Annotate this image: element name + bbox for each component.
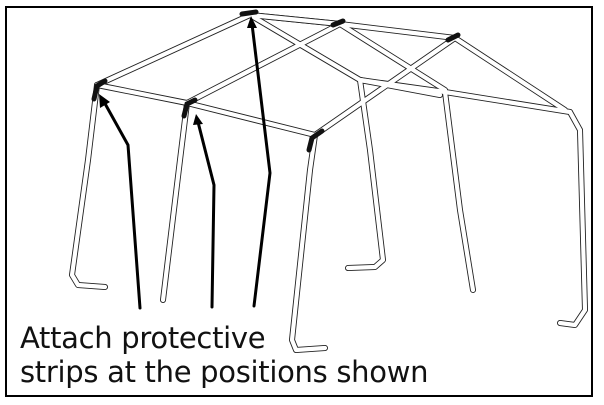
- strip-front-middle-corner: [181, 97, 198, 119]
- arrow-peak: [250, 22, 272, 308]
- instruction-caption: Attach protective strips at the position…: [20, 321, 429, 389]
- strip-front-right-corner: [306, 128, 325, 153]
- arrow-middle-corner: [196, 120, 216, 309]
- arrow-left-corner: [101, 98, 142, 310]
- caption-line-2: strips at the positions shown: [20, 355, 429, 389]
- arrow-head-icon: [193, 114, 203, 125]
- strip-front-peak: [239, 9, 259, 17]
- arrow-head-icon: [99, 94, 110, 108]
- arrow-head-icon: [247, 16, 257, 28]
- strip-middle-peak: [330, 18, 346, 28]
- pointer-arrows: [99, 16, 272, 310]
- caption-line-1: Attach protective: [20, 321, 266, 355]
- frame-pipes: [69, 12, 588, 353]
- strip-back-peak: [445, 32, 461, 43]
- protective-strip-markers: [91, 9, 461, 153]
- strip-front-left-corner: [91, 78, 108, 102]
- diagram-border: [5, 6, 593, 397]
